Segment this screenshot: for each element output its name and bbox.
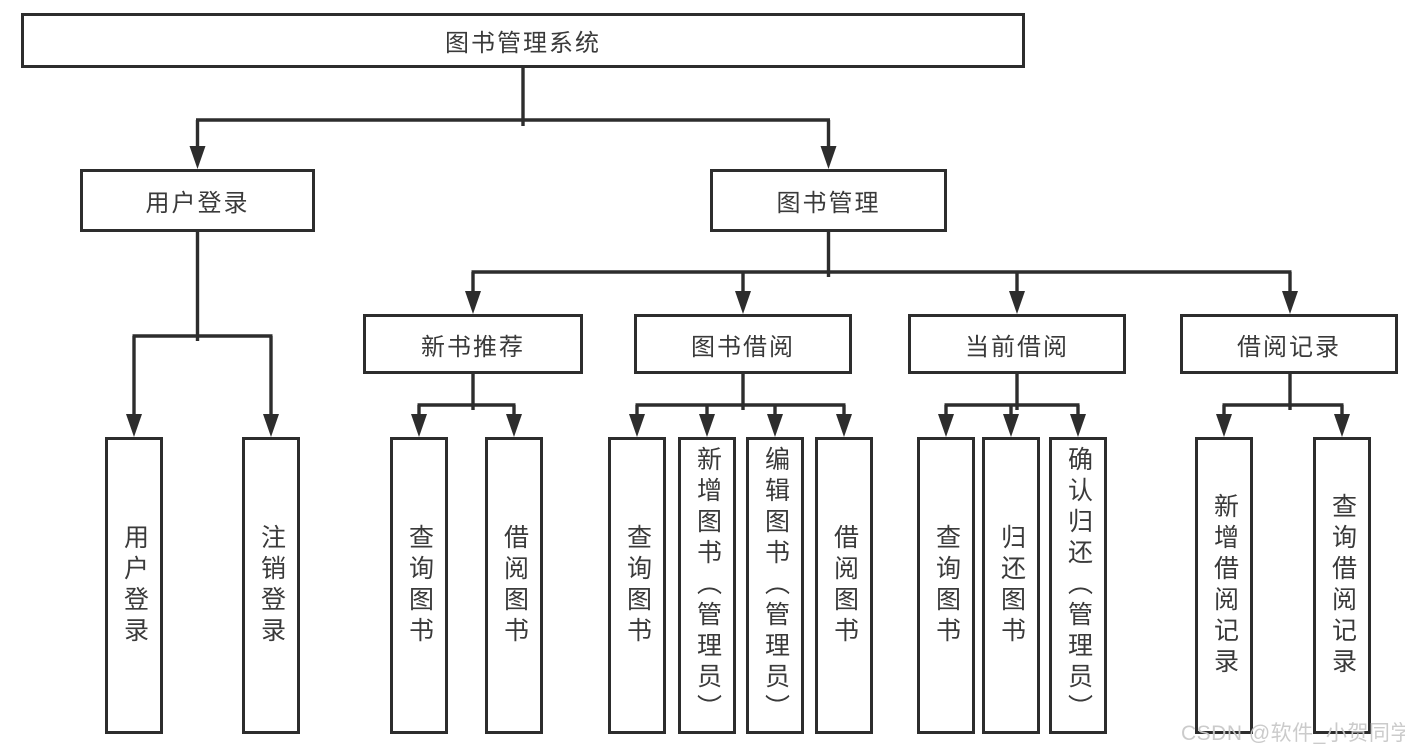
leaf-add-books-admin-label: 新增图书（管理员） (693, 446, 722, 725)
leaf-borrow-books-1: 借阅图书 (485, 437, 543, 734)
leaf-return-books-label: 归还图书 (997, 523, 1026, 648)
node-user-login-label: 用户登录 (145, 190, 250, 217)
leaf-logout-label: 注销登录 (257, 523, 286, 648)
node-borrow-records: 借阅记录 (1180, 314, 1398, 374)
leaf-query-books-3: 查询图书 (917, 437, 975, 734)
leaf-add-borrow-record-label: 新增借阅记录 (1210, 492, 1239, 679)
connector-current-borrow-to-leaves (938, 373, 1086, 437)
leaf-query-borrow-record: 查询借阅记录 (1313, 437, 1371, 734)
node-user-login: 用户登录 (80, 169, 315, 232)
leaf-return-books: 归还图书 (982, 437, 1040, 734)
csdn-watermark: CSDN @软件_小贺同学 (1181, 722, 1405, 745)
node-current-borrow: 当前借阅 (908, 314, 1126, 374)
node-root-system: 图书管理系统 (21, 13, 1025, 68)
connector-borrow-records-to-leaves (1216, 373, 1350, 437)
node-book-management: 图书管理 (710, 169, 947, 232)
leaf-confirm-return-admin-label: 确认归还（管理员） (1064, 446, 1093, 725)
node-root-system-label: 图书管理系统 (445, 30, 601, 57)
node-new-book-recommend: 新书推荐 (363, 314, 583, 374)
connector-book-mgmt-to-level3 (465, 232, 1298, 314)
leaf-add-borrow-record: 新增借阅记录 (1195, 437, 1253, 734)
leaf-query-borrow-record-label: 查询借阅记录 (1328, 492, 1357, 679)
leaf-user-login-label: 用户登录 (120, 523, 149, 648)
node-book-borrow-label: 图书借阅 (691, 333, 795, 361)
leaf-borrow-books-2: 借阅图书 (815, 437, 873, 734)
node-book-borrow: 图书借阅 (634, 314, 852, 374)
connector-root-to-level2 (189, 68, 837, 169)
leaf-query-books-3-label: 查询图书 (932, 523, 961, 648)
connector-book-borrow-to-leaves (629, 373, 852, 437)
connector-new-books-to-leaves (411, 373, 522, 437)
leaf-borrow-books-2-label: 借阅图书 (830, 523, 859, 648)
leaf-query-books-2: 查询图书 (608, 437, 666, 734)
leaf-query-books-2-label: 查询图书 (623, 523, 652, 648)
leaf-confirm-return-admin: 确认归还（管理员） (1049, 437, 1107, 734)
leaf-edit-books-admin: 编辑图书（管理员） (746, 437, 804, 734)
node-borrow-records-label: 借阅记录 (1237, 333, 1341, 361)
leaf-add-books-admin: 新增图书（管理员） (678, 437, 736, 734)
node-current-borrow-label: 当前借阅 (965, 333, 1069, 361)
leaf-query-books-1-label: 查询图书 (405, 523, 434, 648)
connector-user-login-to-leaves (126, 232, 279, 437)
leaf-query-books-1: 查询图书 (390, 437, 448, 734)
node-book-management-label: 图书管理 (776, 190, 881, 217)
node-new-book-recommend-label: 新书推荐 (421, 333, 525, 361)
leaf-user-login: 用户登录 (105, 437, 163, 734)
leaf-borrow-books-1-label: 借阅图书 (500, 523, 529, 648)
leaf-edit-books-admin-label: 编辑图书（管理员） (761, 446, 790, 725)
leaf-logout: 注销登录 (242, 437, 300, 734)
